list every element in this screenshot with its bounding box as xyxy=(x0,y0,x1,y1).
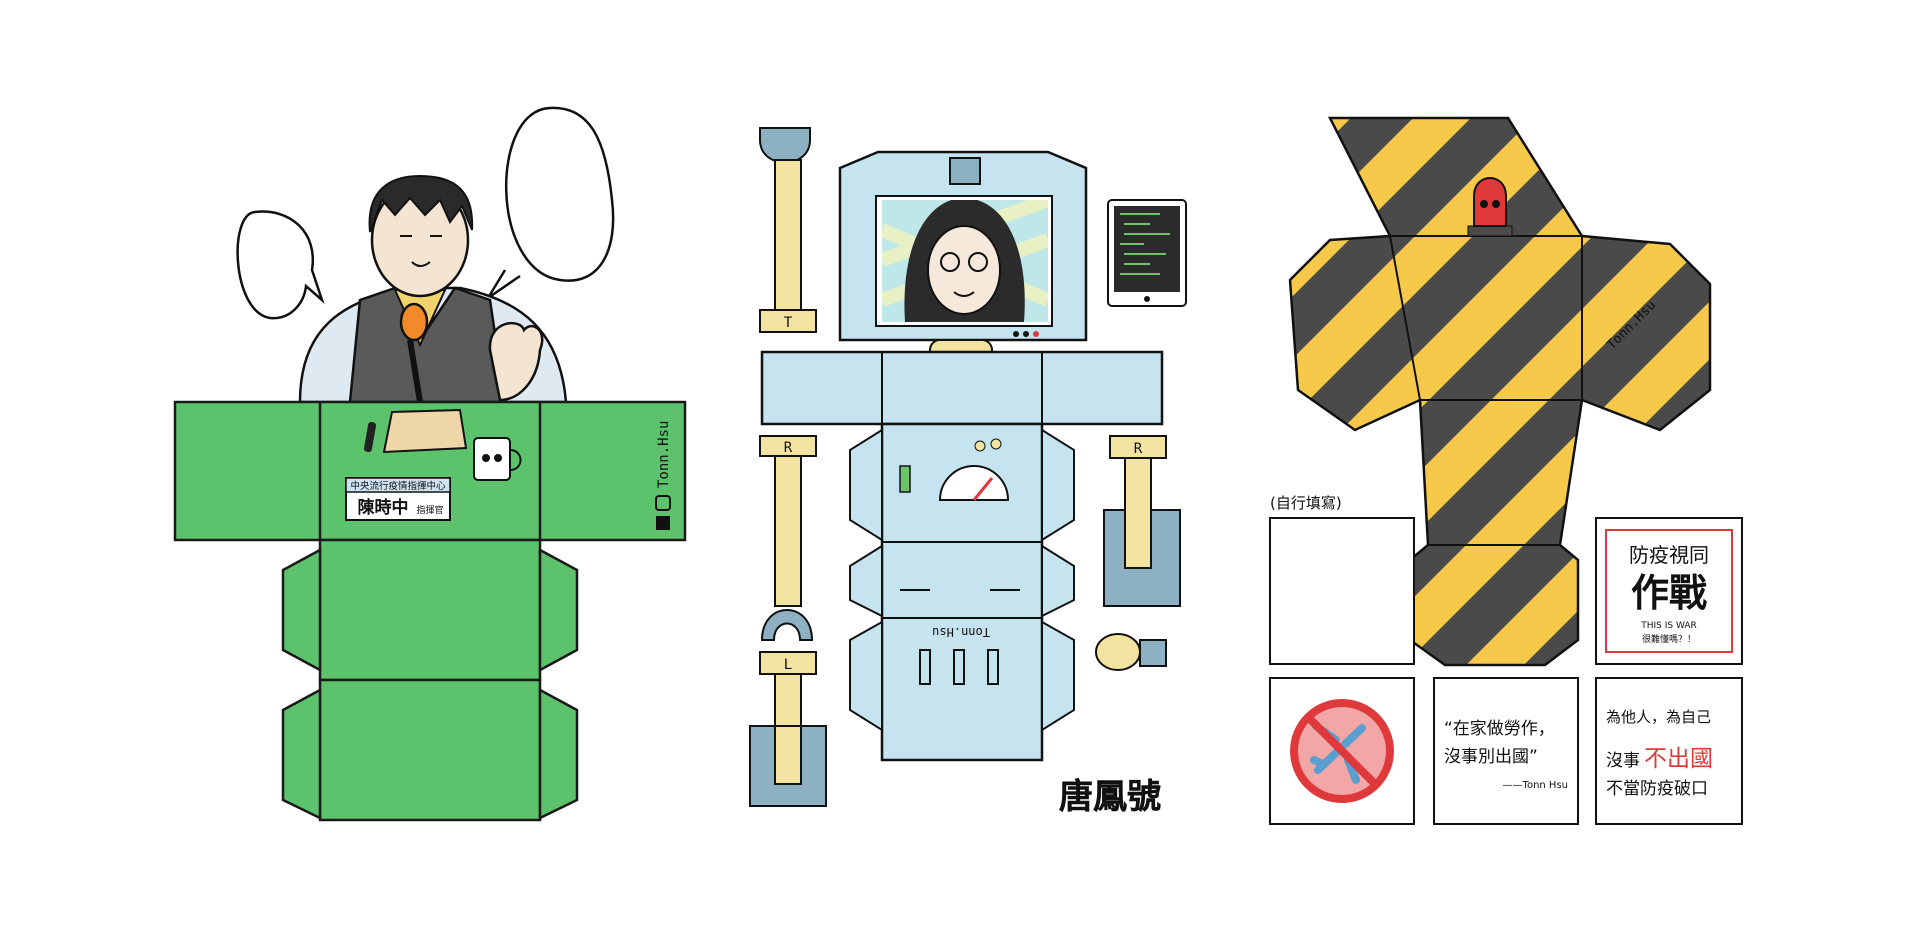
top-piece-label: T xyxy=(784,315,793,331)
robot-papercraft: T xyxy=(749,127,1187,818)
no-plane-icon xyxy=(1290,699,1394,803)
war-card-line2: 作戰 xyxy=(1631,571,1707,615)
pen-icon xyxy=(363,422,377,452)
tablet-icon xyxy=(1107,199,1187,307)
mug-icon xyxy=(473,437,522,481)
name-plate: 中央流行疫情指揮中心 陳時中 指揮官 xyxy=(345,477,451,521)
robot-shoulder-panel xyxy=(760,350,1164,426)
blank-card xyxy=(1269,517,1415,665)
hazard-net-outline xyxy=(1288,116,1712,667)
blank-card-label: (自行填寫) xyxy=(1270,494,1342,512)
sign-cards: (自行填寫) 防疫視同 作戰 THIS IS WAR 很難懂嗎？！ “在家做勞作… xyxy=(1269,494,1743,825)
quote-line2: 沒事別出國” xyxy=(1444,747,1538,767)
slogan-line2a: 沒事 xyxy=(1606,751,1640,771)
war-card-line1: 防疫視同 xyxy=(1629,543,1709,567)
quote-line1: “在家做勞作， xyxy=(1444,719,1555,739)
arm-right-label: R xyxy=(784,440,793,456)
slogan-line3: 不當防疫破口 xyxy=(1606,779,1708,799)
speech-bubble-icon xyxy=(486,106,615,300)
podium-credit-text: Tonn.Hsu xyxy=(656,421,672,488)
bulb-icon xyxy=(1095,633,1167,671)
robot-credit: Tonn.Hsu xyxy=(932,625,990,639)
war-card-en: THIS IS WAR xyxy=(1640,621,1697,631)
quote-card: “在家做勞作， 沒事別出國” ——Tonn Hsu xyxy=(1433,677,1579,825)
speech-bubble-icon xyxy=(236,210,325,320)
podium-bottom-panel xyxy=(318,678,542,822)
siren-icon xyxy=(1467,177,1513,237)
podium-credit: Tonn.Hsu xyxy=(655,421,672,530)
name-plate-name: 陳時中 xyxy=(358,497,409,518)
instagram-icon xyxy=(655,495,671,511)
gauge-icon xyxy=(938,465,1010,501)
name-plate-title: 指揮官 xyxy=(416,504,443,516)
slogan-card: 為他人，為自己 沒事 不出國 不當防疫破口 xyxy=(1595,677,1743,825)
slogan-line1: 為他人，為自己 xyxy=(1606,708,1711,726)
hand-illustration xyxy=(488,321,544,402)
microphone-icon xyxy=(399,302,429,403)
robot-credit-text: Tonn.Hsu xyxy=(932,625,990,639)
name-plate-org: 中央流行疫情指揮中心 xyxy=(350,480,446,492)
no-plane-card xyxy=(1269,677,1415,825)
robot-signature: 唐鳳號 xyxy=(1059,777,1161,817)
document-sheet xyxy=(382,408,468,454)
robot-screen xyxy=(882,200,1048,322)
war-card-small: 很難懂嗎？！ xyxy=(1642,633,1696,645)
arm-left-label: L xyxy=(784,657,792,673)
quote-author: ——Tonn Hsu xyxy=(1503,780,1568,791)
war-card: 防疫視同 作戰 THIS IS WAR 很難懂嗎？！ xyxy=(1595,517,1743,665)
facebook-icon xyxy=(656,516,670,530)
slogan-line2b: 不出國 xyxy=(1644,746,1713,772)
leg-right-label: R xyxy=(1134,441,1143,457)
podium-papercraft: 中央流行疫情指揮中心 陳時中 指揮官 Tonn.Hsu xyxy=(173,106,687,822)
podium-front-panel xyxy=(318,538,542,682)
